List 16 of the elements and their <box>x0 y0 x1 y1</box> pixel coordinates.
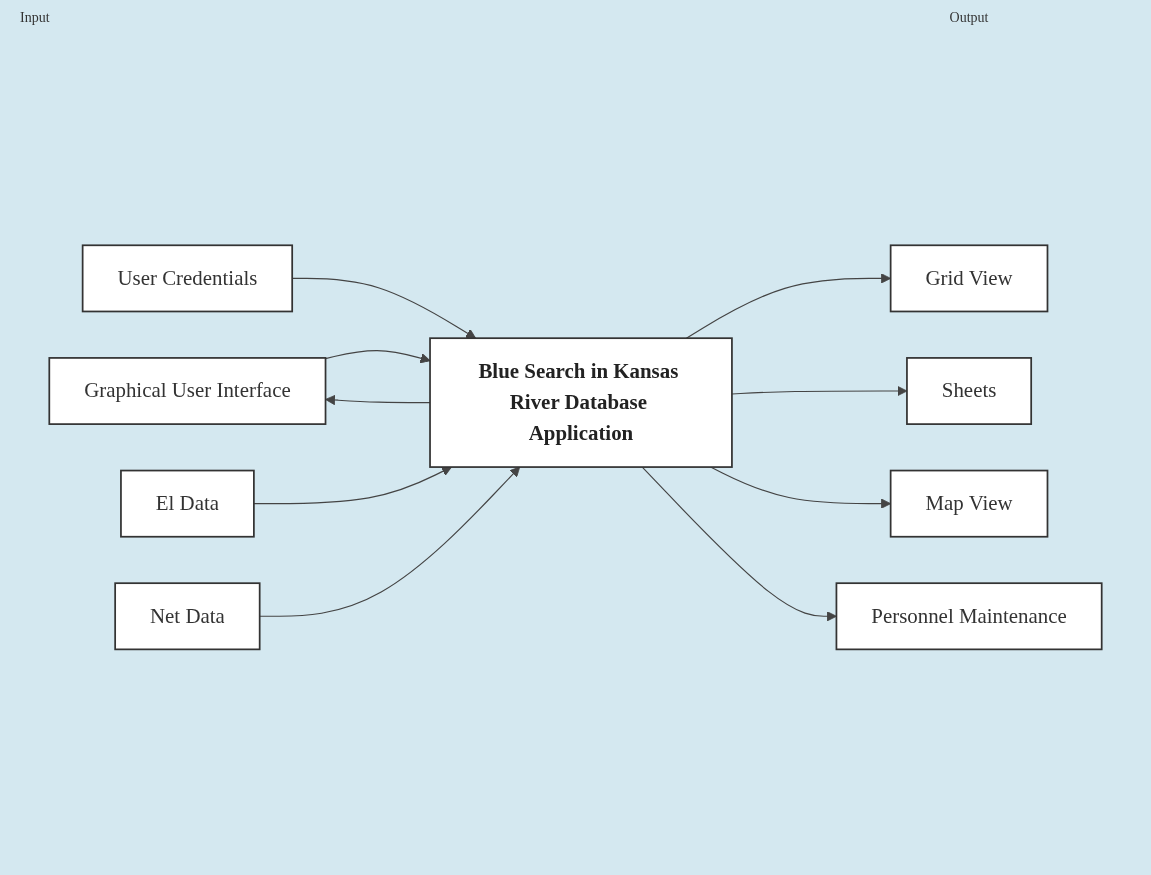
node-box: User Credentials <box>81 244 294 313</box>
node-box: El Data <box>120 469 255 538</box>
node-box: Personnel Maintenance <box>835 582 1103 651</box>
arrow <box>259 466 521 618</box>
node-box: Grid View <box>889 244 1049 313</box>
node-box: Map View <box>889 469 1049 538</box>
region-label: Input <box>20 10 50 26</box>
arrow <box>324 350 431 364</box>
arrow <box>253 466 452 505</box>
node-box: Sheets <box>906 357 1033 426</box>
node-box: Net Data <box>114 582 261 651</box>
region-label: Output <box>949 10 989 26</box>
node-box: Graphical User Interface <box>48 357 327 426</box>
node-box: Blue Search in Kansas River Database Application <box>429 337 733 469</box>
arrow <box>641 466 837 622</box>
arrow <box>325 395 431 406</box>
